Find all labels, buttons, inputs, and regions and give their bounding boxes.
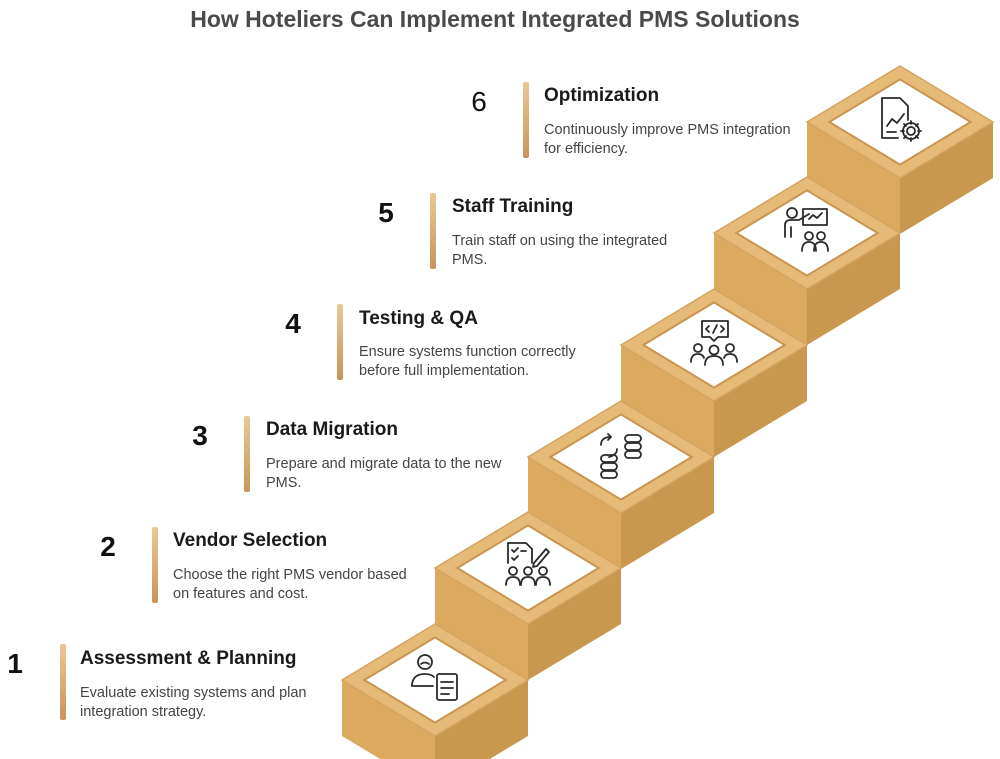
step-riser-left: [342, 680, 435, 759]
step-number: 6: [471, 86, 487, 117]
step-title: Testing & QA: [359, 308, 478, 329]
step-riser-right: [435, 680, 528, 759]
step-riser-right: [714, 345, 807, 457]
code-review-team-icon: [690, 320, 738, 366]
step-description: Evaluate existing systems and plan integ…: [80, 685, 307, 720]
step-description: Prepare and migrate data to the new PMS.: [266, 456, 502, 491]
step-accent-bar: [60, 644, 66, 720]
step-description: Continuously improve PMS integration for…: [544, 122, 791, 157]
step-title: Staff Training: [452, 196, 574, 217]
step-riser-left: [528, 457, 621, 569]
step-number: 3: [192, 420, 208, 451]
step-accent-bar: [430, 193, 436, 269]
step-tread-inner: [548, 413, 694, 501]
page-title: How Hoteliers Can Implement Integrated P…: [190, 6, 800, 32]
step-description: Ensure systems function correctly before…: [359, 344, 576, 379]
step-description: Choose the right PMS vendor based on fea…: [173, 567, 407, 602]
step-title: Assessment & Planning: [80, 648, 297, 669]
step-number: 5: [378, 197, 394, 228]
step-accent-bar: [337, 304, 343, 380]
step-riser-left: [807, 122, 900, 234]
step-number: 1: [7, 648, 23, 679]
step-riser-right: [807, 233, 900, 345]
presentation-training-icon: [784, 207, 829, 252]
chart-gear-icon: [881, 97, 922, 142]
step-description: Train staff on using the integrated PMS.: [452, 233, 668, 268]
step-tread-inner: [455, 524, 601, 612]
step-riser-left: [621, 345, 714, 457]
step-riser-left: [435, 568, 528, 680]
step-title: Data Migration: [266, 419, 398, 440]
step-tread-inner: [362, 636, 508, 724]
step-riser-right: [900, 122, 993, 234]
step-accent-bar: [244, 416, 250, 492]
step-number: 4: [285, 308, 301, 339]
step-accent-bar: [523, 82, 529, 158]
step-riser-right: [621, 457, 714, 569]
step-tread-inner: [827, 78, 973, 166]
step-title: Optimization: [544, 85, 660, 106]
step-riser-right: [528, 568, 621, 680]
checklist-team-icon: [505, 542, 551, 586]
step-riser-left: [714, 233, 807, 345]
person-document-icon: [411, 654, 458, 701]
step-accent-bar: [152, 527, 158, 603]
step-number: 2: [100, 531, 116, 562]
step-title: Vendor Selection: [173, 530, 328, 551]
database-transfer-icon: [600, 433, 642, 479]
